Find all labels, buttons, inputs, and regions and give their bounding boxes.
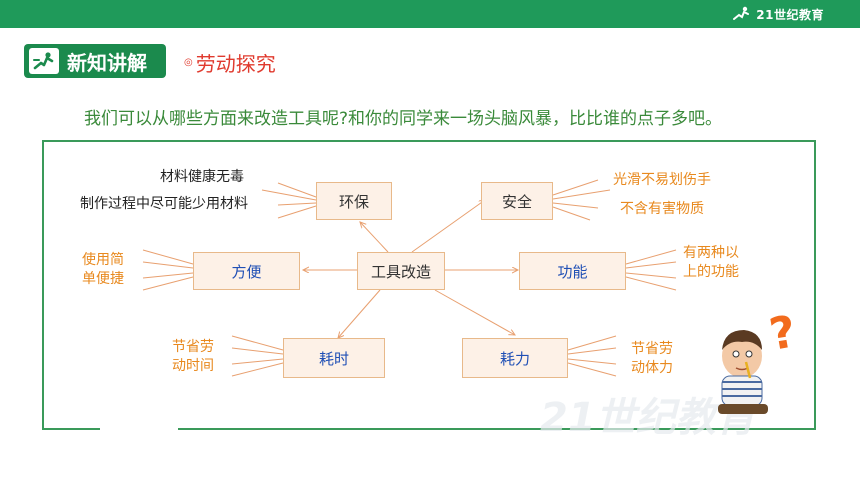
runner-badge-icon xyxy=(29,48,59,74)
bullet-icon: ◎ xyxy=(184,56,193,68)
leaf-haoshi-2: 动时间 xyxy=(172,358,214,374)
badge-label: 新知讲解 xyxy=(67,50,147,75)
top-bar: 21世纪教育 xyxy=(0,0,860,28)
mindmap-frame xyxy=(42,140,816,430)
thinking-kid-illustration xyxy=(718,330,768,414)
leaf-huanbao-2: 制作过程中尽可能少用材料 xyxy=(80,196,248,212)
section-title-text: 劳动探究 xyxy=(195,51,276,76)
runner-icon xyxy=(733,6,750,20)
leaf-haoli-2: 动体力 xyxy=(631,360,673,376)
intro-text: 我们可以从哪些方面来改造工具呢?和你的同学来一场头脑风暴，比比谁的点子多吧。 xyxy=(84,109,723,129)
node-fangbian: 方便 xyxy=(193,252,300,290)
section-badge: 新知讲解 xyxy=(24,44,166,78)
leaf-haoli-1: 节省劳 xyxy=(631,341,673,357)
leaf-haoshi-1: 节省劳 xyxy=(172,339,214,355)
watermark: 21世纪教育 xyxy=(540,395,756,441)
leaf-gongneng-2: 上的功能 xyxy=(683,264,739,280)
node-haoshi: 耗时 xyxy=(283,338,385,378)
node-anquan: 安全 xyxy=(481,182,553,220)
brand-text: 21世纪教育 xyxy=(756,7,824,22)
node-huanbao: 环保 xyxy=(316,182,392,220)
leaf-anquan-2: 不含有害物质 xyxy=(620,201,704,217)
leaf-fangbian-1: 使用简 xyxy=(82,252,124,268)
node-center: 工具改造 xyxy=(357,252,445,290)
leaf-fangbian-2: 单便捷 xyxy=(82,271,124,287)
brand-logo: 21世纪教育 xyxy=(730,4,824,24)
node-haoli: 耗力 xyxy=(462,338,568,378)
leaf-anquan-1: 光滑不易划伤手 xyxy=(613,172,711,188)
leaf-gongneng-1: 有两种以 xyxy=(683,245,739,261)
leaf-huanbao-1: 材料健康无毒 xyxy=(160,169,244,185)
node-gongneng: 功能 xyxy=(519,252,626,290)
section-title: ◎ 劳动探究 xyxy=(184,47,276,77)
